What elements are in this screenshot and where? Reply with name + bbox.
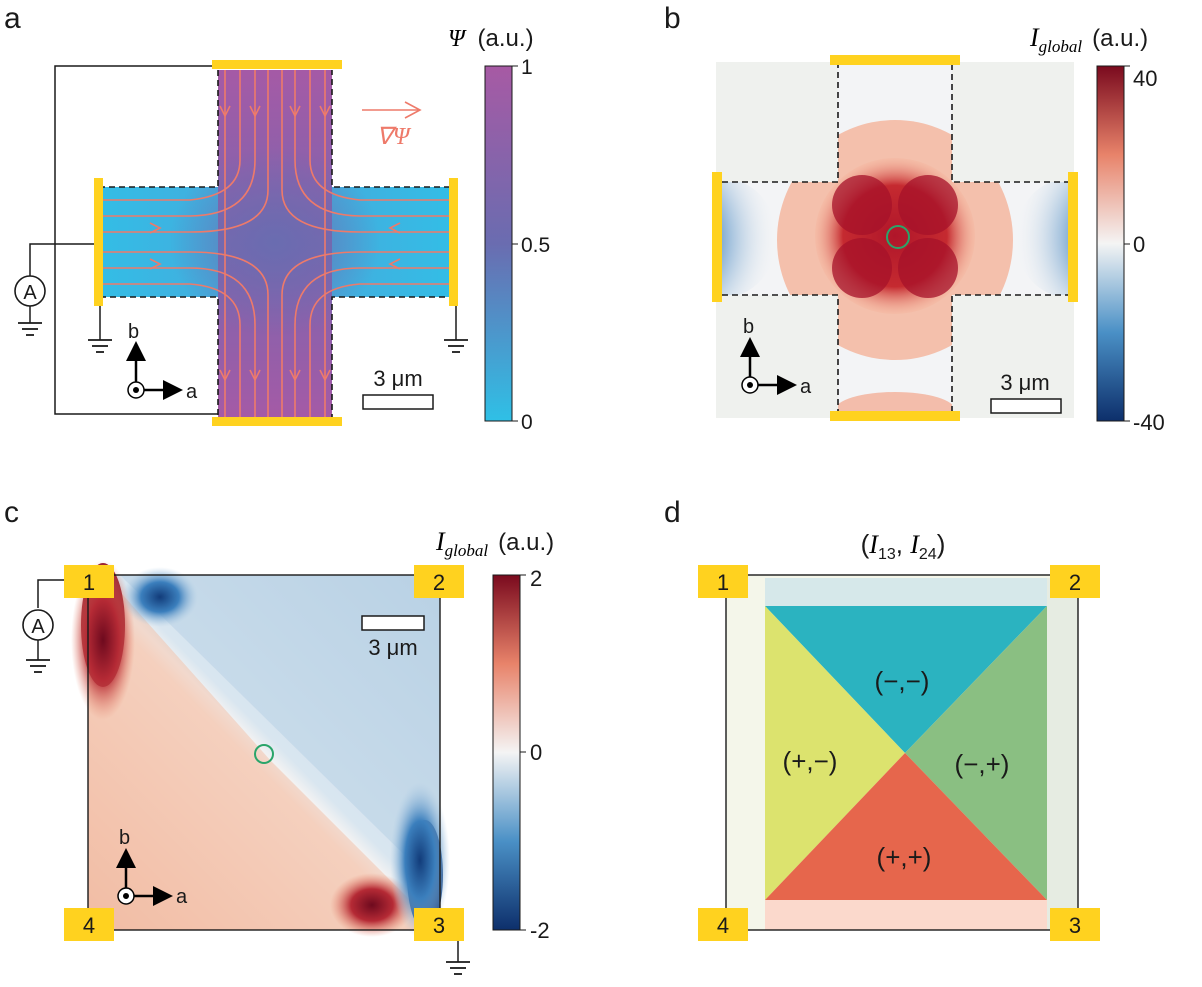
region-label: (−,+)	[955, 749, 1010, 779]
colorbar-a-title: Ψ (a.u.)	[448, 25, 534, 52]
scale-bar-label: 3 μm	[373, 366, 422, 391]
svg-text:3: 3	[433, 913, 445, 938]
colorbar-b-tick-label: -40	[1133, 410, 1165, 435]
colorbar-a-tick-label: 1	[521, 56, 533, 79]
panel-d-title: (I13, I24)	[861, 529, 946, 563]
current-map-c	[71, 560, 450, 938]
svg-text:1: 1	[83, 570, 95, 595]
ammeter-label: A	[31, 616, 45, 638]
sample-outline-b	[722, 62, 1070, 412]
axis-label-a: a	[800, 376, 812, 398]
sample-outline-c	[87, 574, 441, 931]
panel-label-a: a	[4, 2, 21, 35]
marker-circle-b	[886, 225, 910, 249]
svg-text:2: 2	[433, 570, 445, 595]
contact-2	[1050, 565, 1100, 598]
region-label: (+,+)	[877, 842, 932, 872]
ground-icon	[18, 306, 42, 336]
ammeter-label: A	[23, 282, 37, 304]
ground-icon	[446, 941, 470, 975]
sign-map-d	[726, 575, 1078, 930]
ground-icon	[26, 640, 50, 673]
stream-arrows	[149, 105, 401, 382]
contact-2	[414, 565, 464, 598]
contact-bottom	[830, 411, 960, 421]
contact-left	[712, 172, 722, 302]
panel-d: d (I13, I24) (−,−) (+,−) (−,+) (+,+) 1 2…	[664, 496, 1100, 941]
panel-b: b b a 3 μm	[664, 2, 1165, 435]
colorbar-c-tick-label: -2	[530, 918, 550, 943]
axes-indicator: b a	[740, 316, 812, 398]
panel-label-c: c	[4, 496, 19, 529]
scale-bar	[990, 398, 1062, 414]
colorbar-c	[492, 574, 521, 931]
contact-left	[94, 178, 103, 306]
contacts-c: 1 2 3 4	[64, 565, 464, 941]
svg-text:2: 2	[1069, 570, 1081, 595]
colorbar-a-tick-label: 0	[521, 411, 533, 434]
colorbar-b	[1096, 65, 1125, 422]
region-minus-minus	[765, 606, 1047, 753]
axis-label-b: b	[128, 321, 139, 343]
cross-sample	[100, 70, 450, 420]
contact-right	[1068, 172, 1078, 302]
colorbar-c-tick-label: 2	[530, 566, 542, 591]
region-plus-minus	[765, 606, 905, 900]
contact-1	[64, 565, 114, 598]
scale-bar-label: 3 μm	[1000, 370, 1049, 395]
region-label: (+,−)	[783, 746, 838, 776]
svg-text:4: 4	[83, 913, 95, 938]
svg-text:4: 4	[717, 913, 729, 938]
axes-indicator: b a	[116, 827, 188, 908]
colorbar-b-title: Iglobal(a.u.)	[1029, 23, 1148, 56]
region-label: (−,−)	[875, 666, 930, 696]
panel-c: c 1 2 3 4 A	[4, 496, 554, 975]
scale-bar	[362, 394, 434, 410]
axis-label-a: a	[176, 886, 188, 908]
marker-circle-c	[254, 744, 274, 764]
ammeter-wire	[37, 579, 64, 608]
colorbar-b-tick-label: 0	[1133, 232, 1145, 257]
axis-label-b: b	[119, 827, 130, 849]
contact-1	[698, 565, 748, 598]
colorbar-c-title: Iglobal(a.u.)	[435, 527, 554, 560]
ammeter-wire	[29, 243, 100, 276]
contact-3	[414, 908, 464, 941]
streamlines	[100, 70, 450, 420]
colorbar-b-ticks	[1124, 65, 1130, 422]
sample-outline-d	[725, 574, 1079, 931]
axis-label-a: a	[186, 381, 198, 403]
gradient-label: ∇Ψ	[377, 124, 412, 150]
colorbar-a-ticks	[512, 65, 518, 422]
colorbar-a	[484, 65, 513, 422]
panel-label-d: d	[664, 496, 681, 529]
contact-3	[1050, 908, 1100, 941]
panel-label-b: b	[664, 2, 681, 35]
axes-indicator: b a	[126, 321, 198, 403]
axis-label-b: b	[743, 316, 754, 338]
scale-bar-label: 3 μm	[368, 635, 417, 660]
circuit-wire	[54, 65, 218, 415]
colorbar-b-tick-label: 40	[1133, 66, 1157, 91]
scale-bar	[361, 615, 425, 631]
colorbar-a-tick-label: 0.5	[521, 234, 550, 257]
contact-right	[449, 178, 458, 306]
contacts-d: 1 2 3 4	[698, 565, 1100, 941]
region-plus-plus	[765, 753, 1047, 900]
contact-bottom	[212, 417, 342, 426]
contact-4	[698, 908, 748, 941]
contact-4	[64, 908, 114, 941]
svg-text:1: 1	[717, 570, 729, 595]
panel-a: a A	[4, 2, 550, 434]
colorbar-c-tick-label: 0	[530, 740, 542, 765]
contact-top	[212, 60, 342, 69]
contact-top	[830, 55, 960, 65]
svg-text:3: 3	[1069, 913, 1081, 938]
region-minus-plus	[905, 606, 1047, 900]
colorbar-c-ticks	[520, 574, 526, 931]
